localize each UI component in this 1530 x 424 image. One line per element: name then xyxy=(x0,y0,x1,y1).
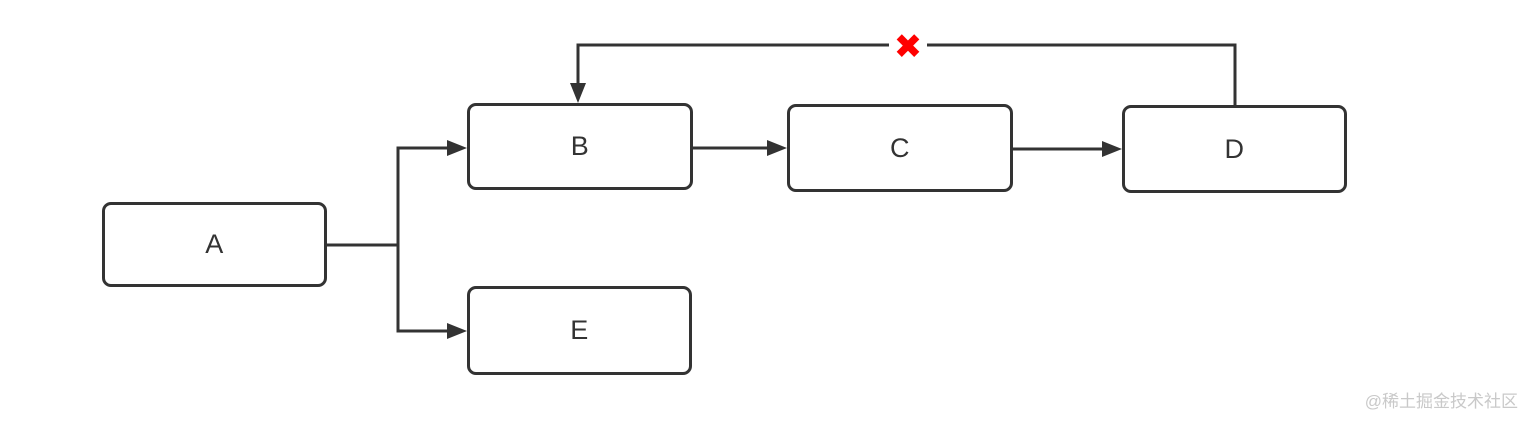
node-B: B xyxy=(467,103,693,190)
node-label-B: B xyxy=(570,131,590,161)
arrowhead-C-D xyxy=(1102,141,1122,157)
node-A: A xyxy=(102,202,327,287)
edge-A-E xyxy=(396,245,447,333)
node-label-A: A xyxy=(205,229,224,259)
node-E: E xyxy=(467,286,692,375)
edge-A-B xyxy=(327,146,447,247)
node-label-E: E xyxy=(570,315,589,345)
node-D: D xyxy=(1122,105,1347,193)
node-label-C: C xyxy=(890,132,910,163)
block-x-icon: ✖ xyxy=(894,27,923,67)
arrowhead-A-B xyxy=(447,140,467,156)
watermark: @稀土掘金技术社区 xyxy=(1364,392,1518,411)
node-label-D: D xyxy=(1224,133,1245,164)
node-C: C xyxy=(787,104,1013,192)
arrowhead-D-B xyxy=(570,83,586,103)
arrowhead-B-C xyxy=(767,140,787,156)
block-marker-gap xyxy=(889,37,927,55)
arrowhead-A-E xyxy=(447,323,467,339)
